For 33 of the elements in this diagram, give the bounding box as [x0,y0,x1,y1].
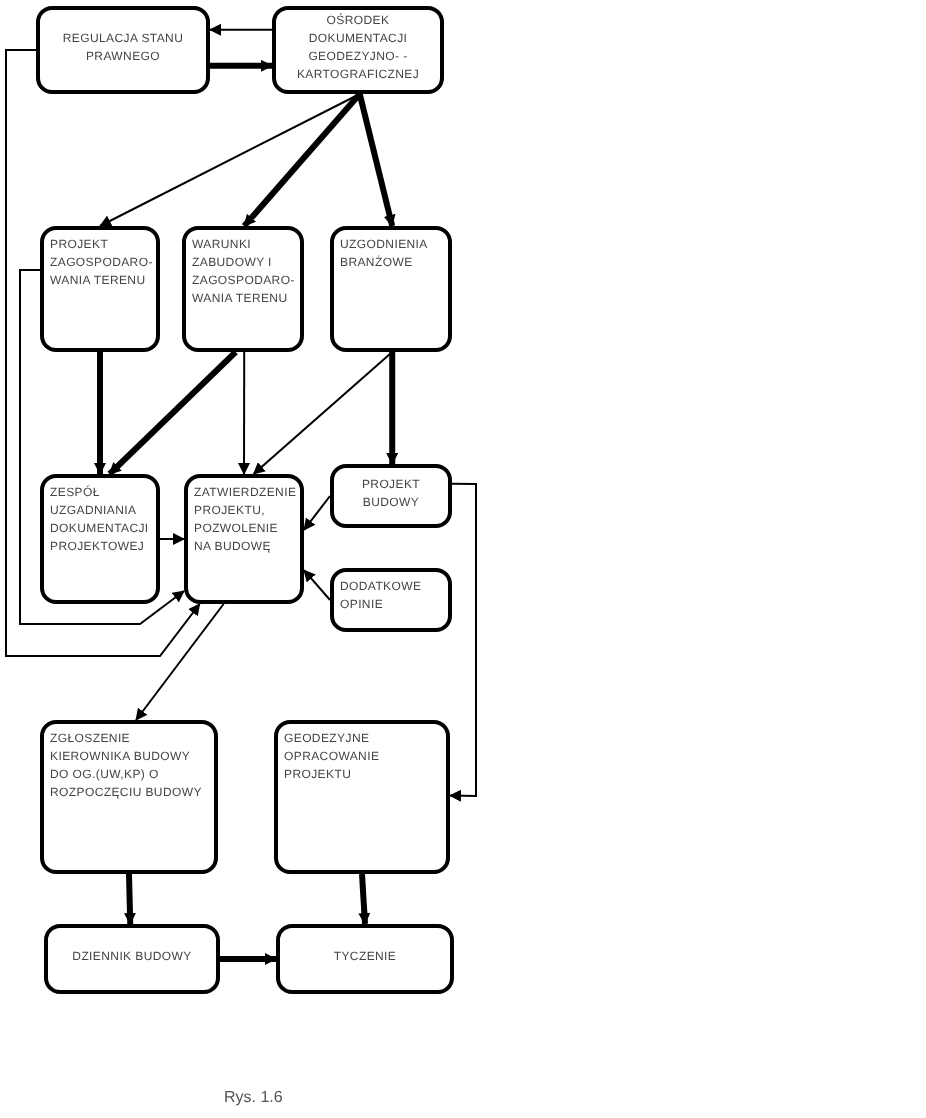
process-box [184,474,304,604]
arrow [209,23,273,36]
figure-caption: Rys. 1.6 [224,1086,283,1110]
arrow [107,349,238,477]
process-box [330,568,452,632]
arrow [135,603,225,721]
process-box [276,924,454,994]
arrow [303,569,331,601]
process-box [44,924,220,994]
arrow [252,351,394,475]
arrow [358,873,371,925]
arrow [5,49,201,657]
process-box [36,6,210,94]
process-box [330,464,452,528]
arrow [356,93,396,227]
arrow [303,495,331,531]
arrow [123,873,136,925]
arrow [19,269,185,625]
process-box [330,226,452,352]
arrow [159,533,185,545]
arrow [238,351,250,475]
arrow [449,482,477,802]
process-box [182,226,304,352]
process-box [40,720,218,874]
process-box [272,6,444,94]
process-box [40,474,160,604]
arrow [386,352,399,465]
process-box [274,720,450,874]
arrow [241,92,362,228]
arrow [210,59,273,72]
arrow [220,953,277,965]
arrow [94,352,106,475]
process-box [40,226,160,352]
